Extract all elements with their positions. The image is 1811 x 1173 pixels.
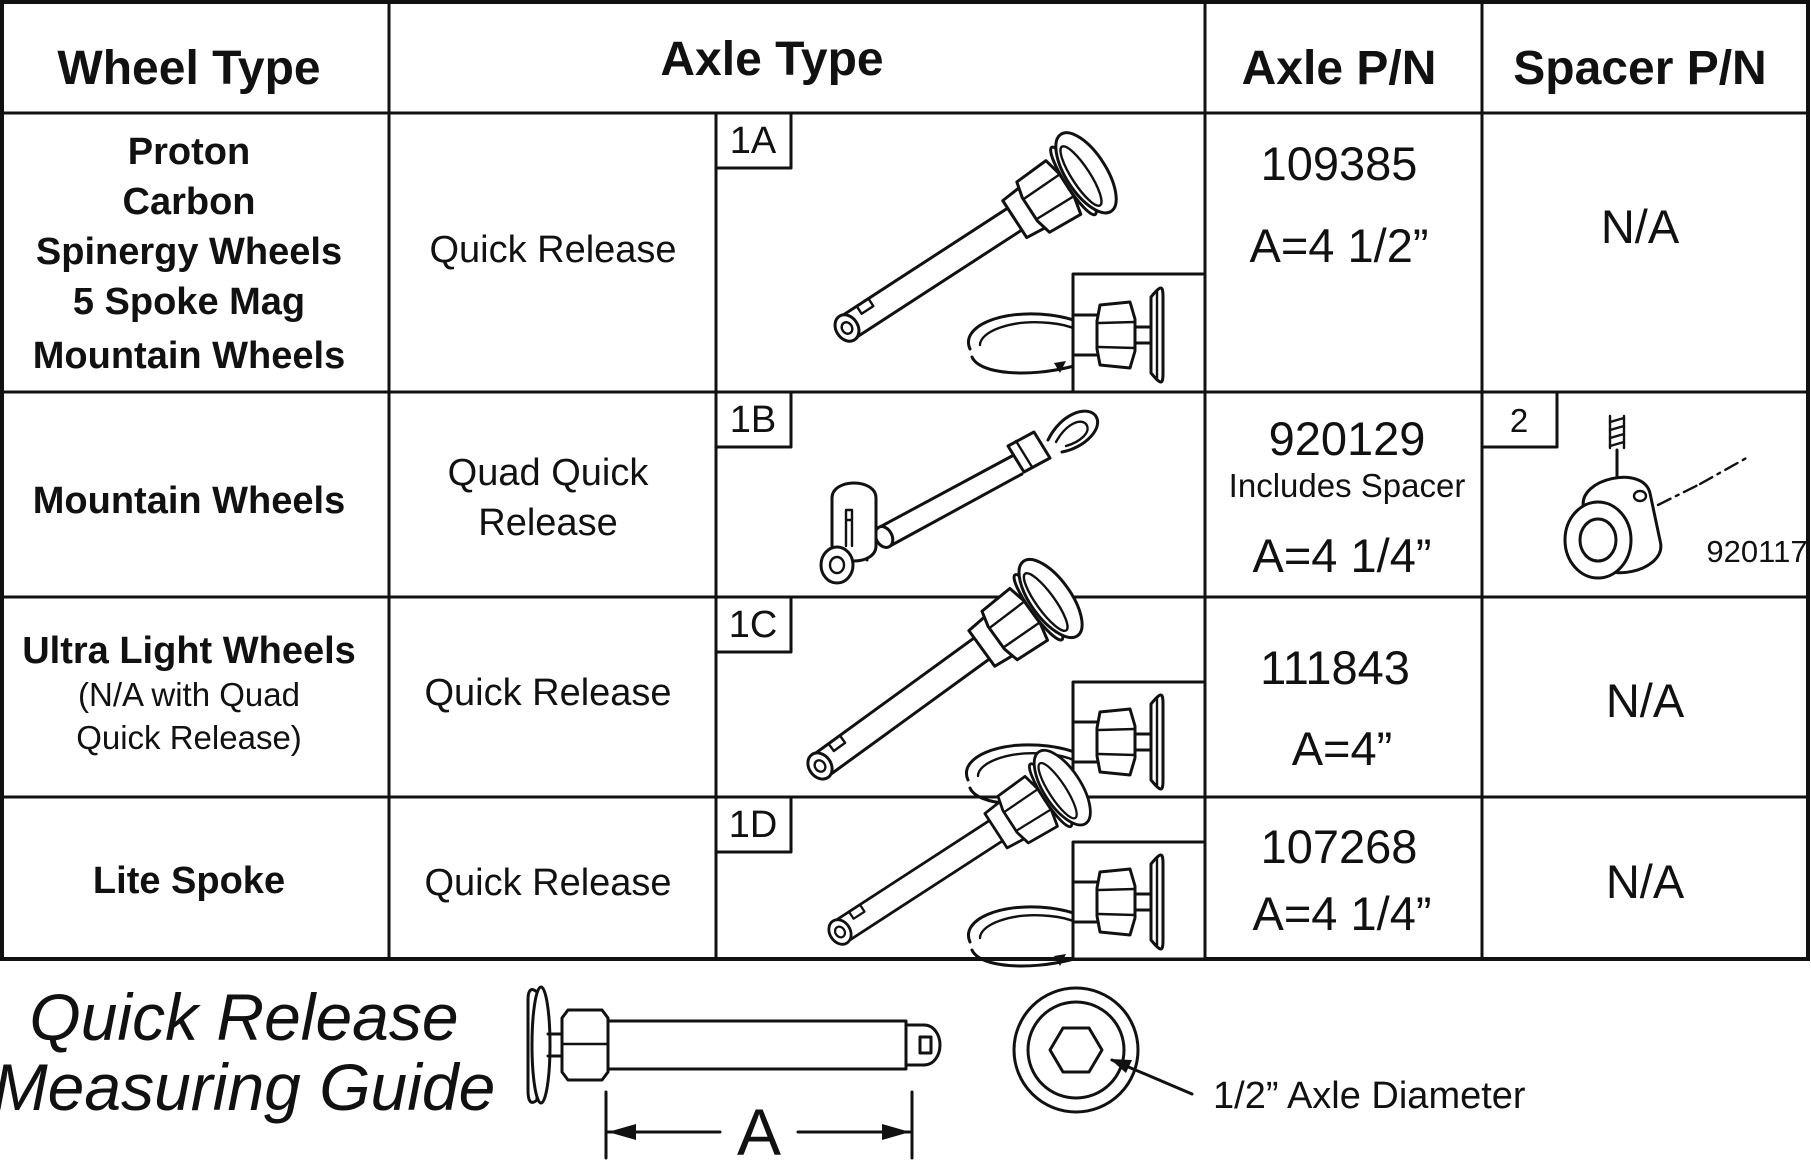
axle-part-number: 109385 — [1261, 137, 1418, 190]
spacer-part-number: N/A — [1606, 674, 1685, 727]
header-axle-type: Axle Type — [660, 33, 883, 86]
table-frame — [0, 0, 1810, 961]
axle-length-dimension: A=4 1/4” — [1253, 529, 1432, 582]
table-row: Mountain Wheels Quad Quick Release 1B 92… — [33, 390, 1808, 585]
axle-length-dimension: A=4” — [1292, 722, 1393, 775]
guide-title-line: Measuring Guide — [0, 1050, 495, 1124]
wheel-type-line: Proton — [128, 131, 250, 173]
spacer-part-number: N/A — [1606, 855, 1685, 908]
axle-part-number: 107268 — [1261, 820, 1418, 873]
callout-badge — [714, 795, 793, 854]
wheel-type-note: Quick Release) — [76, 719, 302, 756]
callout-badge-label: 1B — [730, 399, 776, 441]
header-wheel-type: Wheel Type — [57, 42, 320, 95]
axle-type-label: Quick Release — [429, 229, 676, 271]
table-row: Lite Spoke Quick Release 1D 107268 A=4 1… — [93, 740, 1685, 975]
axle-diameter-label: 1/2” Axle Diameter — [1213, 1075, 1526, 1117]
axle-type-label: Quick Release — [424, 672, 671, 714]
callout-badge-label: 1D — [729, 804, 778, 846]
header-spacer-pn: Spacer P/N — [1513, 42, 1766, 95]
callout-badge-label: 1A — [730, 120, 777, 162]
axle-part-note: Includes Spacer — [1229, 467, 1466, 504]
spacer-part-number: N/A — [1601, 200, 1680, 253]
wheel-type-line: Mountain Wheels — [33, 480, 345, 522]
wheel-type-line: Mountain Wheels — [33, 335, 345, 377]
wheel-type-line: Carbon — [123, 181, 256, 223]
axle-type-label: Release — [478, 502, 617, 544]
wheel-type-line: 5 Spoke Mag — [73, 281, 305, 323]
axle-type-label: Quad Quick — [448, 452, 650, 494]
wheel-type-line: Ultra Light Wheels — [22, 630, 356, 672]
guide-title-line: Quick Release — [29, 980, 458, 1054]
axle-length-dimension: A=4 1/4” — [1253, 887, 1432, 940]
dimension-a-indicator — [604, 1090, 914, 1160]
side-view-inset — [1071, 680, 1207, 799]
spacer-collar-small-illustration — [819, 481, 878, 585]
wheel-type-note: (N/A with Quad — [78, 676, 300, 713]
callout-badge-label: 2 — [1510, 402, 1528, 439]
spacer-collar-illustration — [1563, 414, 1752, 580]
wheel-type-line: Lite Spoke — [93, 860, 285, 902]
side-view-inset — [1071, 840, 1207, 961]
callout-badge-label: 1C — [729, 604, 778, 646]
axle-part-number: 920129 — [1269, 412, 1426, 465]
callout-badge — [1480, 390, 1559, 449]
axle-part-number: 111843 — [1260, 641, 1410, 694]
measuring-guide: Quick Release Measuring Guide A — [0, 980, 1526, 1169]
measured-axle-illustration — [526, 985, 942, 1105]
axle-length-dimension: A=4 1/2” — [1250, 219, 1429, 272]
table-row: Ultra Light Wheels (N/A with Quad Quick … — [22, 548, 1685, 812]
callout-badge — [714, 595, 793, 654]
quick-release-axle-illustration — [806, 740, 1103, 975]
table-row: Proton Carbon Spinergy Wheels 5 Spoke Ma… — [33, 111, 1680, 394]
quad-quick-release-axle-illustration — [873, 409, 1100, 549]
table-header: Wheel Type Axle Type Axle P/N Spacer P/N — [57, 33, 1766, 95]
axle-cross-section-illustration — [1012, 986, 1194, 1114]
wheel-type-line: Spinergy Wheels — [36, 231, 342, 273]
dimension-a-label: A — [737, 1095, 781, 1169]
side-view-inset — [1071, 272, 1207, 394]
callout-badge — [714, 111, 793, 170]
axle-type-label: Quick Release — [424, 862, 671, 904]
callout-badge — [714, 390, 793, 449]
spacer-part-callout: 920117 — [1706, 534, 1807, 569]
header-axle-pn: Axle P/N — [1242, 42, 1437, 95]
